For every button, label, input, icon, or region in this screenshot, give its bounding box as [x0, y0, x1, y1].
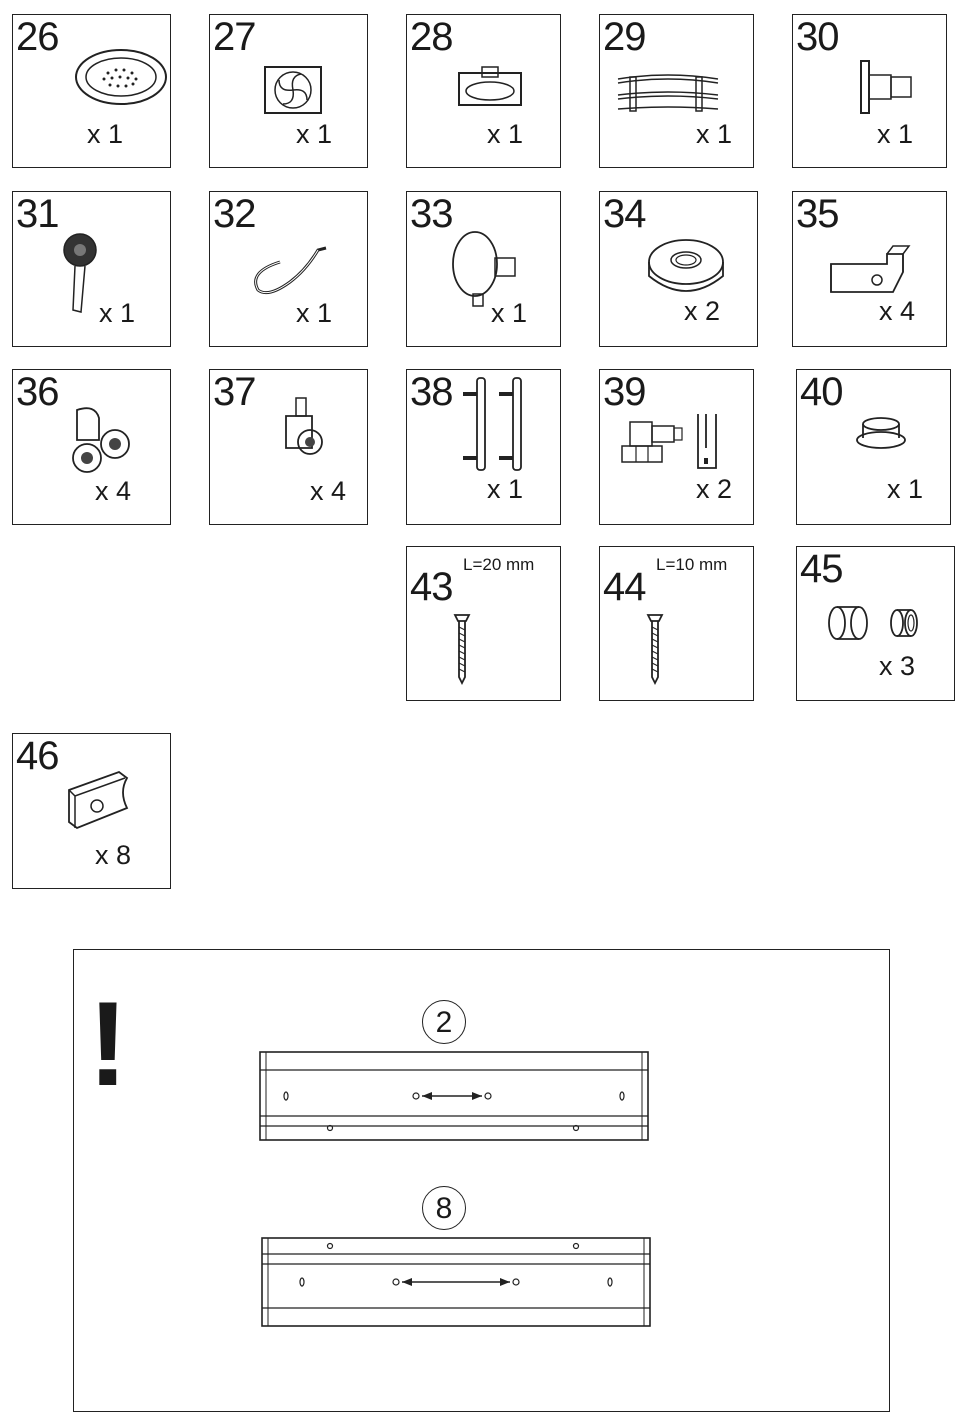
plug-sleeve-icon: [828, 606, 918, 640]
part-number: 40: [800, 370, 843, 414]
part-number: 31: [16, 192, 59, 236]
part-number: 38: [410, 370, 453, 414]
part-card-31: 31 x 1: [12, 191, 171, 347]
clamp-pad-icon: [68, 770, 129, 830]
part-quantity: x 4: [879, 296, 916, 326]
bracket-block-icon: [830, 245, 911, 293]
part-number: 33: [410, 192, 453, 236]
part-number: 46: [16, 734, 59, 778]
single-roller-icon: [285, 397, 323, 455]
part-card-45: 45 x 3: [796, 546, 955, 701]
profile-holes-top-icon: [261, 1237, 651, 1327]
part-quantity: x 1: [491, 298, 528, 328]
part-card-36: 36 x 4: [12, 369, 171, 525]
profile-holes-bottom-icon: [259, 1051, 649, 1141]
part-card-34: 34 x 2: [599, 191, 758, 347]
part-quantity: x 1: [877, 119, 914, 149]
part-quantity: x 3: [879, 651, 916, 681]
part-number: 43: [410, 565, 453, 609]
part-number: 29: [603, 15, 646, 59]
part-card-26: 26 x 1: [12, 14, 171, 168]
part-quantity: x 1: [87, 119, 124, 149]
part-card-27: 27 x 1: [209, 14, 368, 168]
shower-head-icon: [75, 49, 167, 105]
part-quantity: x 8: [95, 840, 132, 870]
ceiling-light-icon: [458, 66, 522, 106]
part-quantity: x 1: [296, 298, 333, 328]
part-number: 39: [603, 370, 646, 414]
double-roller-icon: [72, 407, 130, 473]
hand-shower-icon: [63, 233, 97, 313]
part-quantity: x 2: [696, 474, 733, 504]
exclamation-mark: !: [88, 977, 128, 1111]
valve-clip-icon: [621, 414, 717, 469]
part-quantity: x 1: [696, 119, 733, 149]
part-number: 30: [796, 15, 839, 59]
part-card-39: 39 x 2: [599, 369, 754, 525]
part-card-38: 38 x 1: [406, 369, 561, 525]
wall-connector-icon: [860, 60, 912, 114]
part-number: 44: [603, 565, 646, 609]
fan-icon: [264, 66, 322, 114]
part-number: 37: [213, 370, 256, 414]
part-card-33: 33 x 1: [406, 191, 561, 347]
screw-long-icon: [453, 614, 471, 686]
part-quantity: x 1: [887, 474, 924, 504]
towel-rack-icon: [617, 74, 719, 112]
part-card-30: 30 x 1: [792, 14, 947, 168]
part-quantity: x 1: [296, 119, 333, 149]
shower-hose-icon: [254, 246, 327, 295]
part-card-46: 46 x 8: [12, 733, 171, 889]
orientation-notice: ! 2 8: [73, 949, 890, 1412]
profile-2-label: 2: [422, 1000, 466, 1044]
part-number: 27: [213, 15, 256, 59]
screw-short-icon: [646, 614, 664, 686]
drain-cap-icon: [856, 417, 906, 449]
part-quantity: x 1: [99, 298, 136, 328]
part-quantity: x 2: [684, 296, 721, 326]
part-quantity: x 4: [95, 476, 132, 506]
part-card-32: 32 x 1: [209, 191, 368, 347]
part-quantity: x 1: [487, 474, 524, 504]
part-number: 32: [213, 192, 256, 236]
part-card-40: 40 x 1: [796, 369, 951, 525]
part-number: 35: [796, 192, 839, 236]
profile-8-label: 8: [422, 1186, 466, 1230]
part-card-35: 35 x 4: [792, 191, 947, 347]
part-number: 34: [603, 192, 646, 236]
part-card-28: 28 x 1: [406, 14, 561, 168]
door-handle-icon: [463, 377, 522, 471]
part-number: 28: [410, 15, 453, 59]
part-card-37: 37 x 4: [209, 369, 368, 525]
length-label: L=10 mm: [656, 555, 728, 574]
length-label: L=20 mm: [463, 555, 535, 574]
part-number: 45: [800, 547, 843, 591]
part-card-44: 44 L=10 mm: [599, 546, 754, 701]
part-quantity: x 4: [310, 476, 347, 506]
part-number: 26: [16, 15, 59, 59]
part-number: 36: [16, 370, 59, 414]
part-quantity: x 1: [487, 119, 524, 149]
part-card-29: 29 x 1: [599, 14, 754, 168]
round-ring-icon: [648, 239, 724, 292]
mirror-icon: [452, 231, 516, 307]
part-card-43: 43 L=20 mm: [406, 546, 561, 701]
